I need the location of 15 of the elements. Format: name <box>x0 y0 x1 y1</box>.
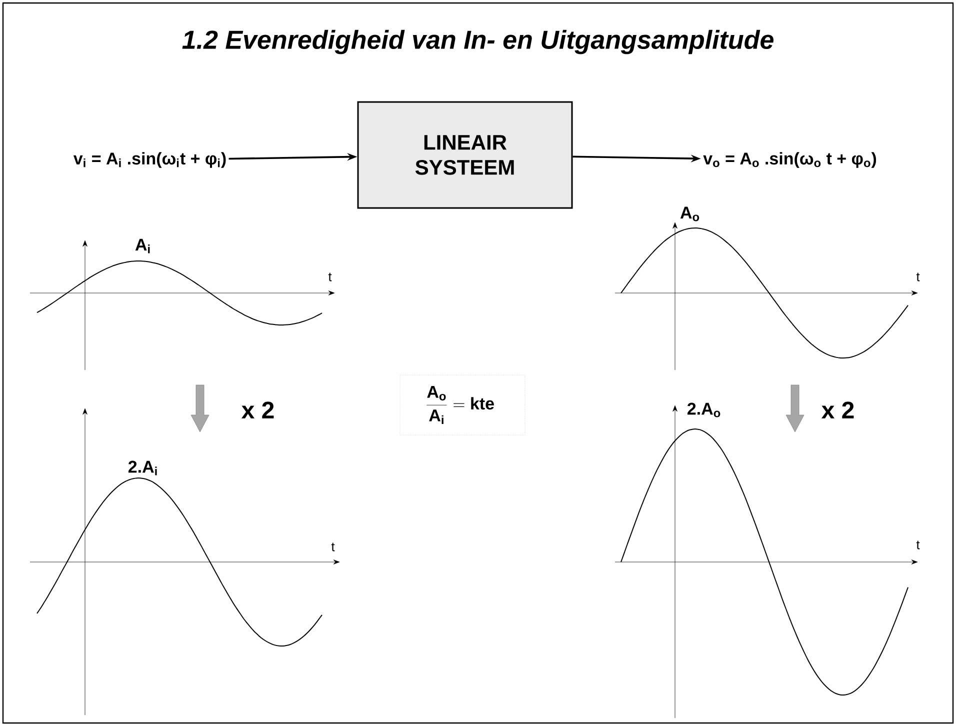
axis-label: t <box>328 272 332 282</box>
formula-text: v$_{o}$ = A$_{o}$ .sin(ω$_{o}$ t + φ$_{o}$) <box>703 152 876 168</box>
factor-label: x 2 <box>241 402 274 418</box>
amplitude-label: A$_{o}$ <box>680 206 700 222</box>
factor-label: x 2 <box>821 402 854 418</box>
axis-label: t <box>916 272 920 282</box>
ratio-formula: $\frac{\mathbf{A_o}}{\mathbf{A_i}} = \mathbf{kte}$ <box>400 374 526 436</box>
amplitude-label: 2.A$_{i}$ <box>128 460 157 476</box>
system-box: LINEAIR SYSTEEM <box>357 101 573 209</box>
title: 1.2 Evenredigheid van In- en Uitgangsamplitude <box>182 30 774 54</box>
amplitude-label: 2.A$_{o}$ <box>688 402 720 418</box>
formula-text: v$_{i}$ = A$_{i}$ .sin(ω$_{i}$t + φ$_{i}$) <box>73 152 226 168</box>
axis-label: t <box>331 542 335 552</box>
axis-label: t <box>916 540 920 550</box>
amplitude-label: A$_{i}$ <box>135 238 150 254</box>
